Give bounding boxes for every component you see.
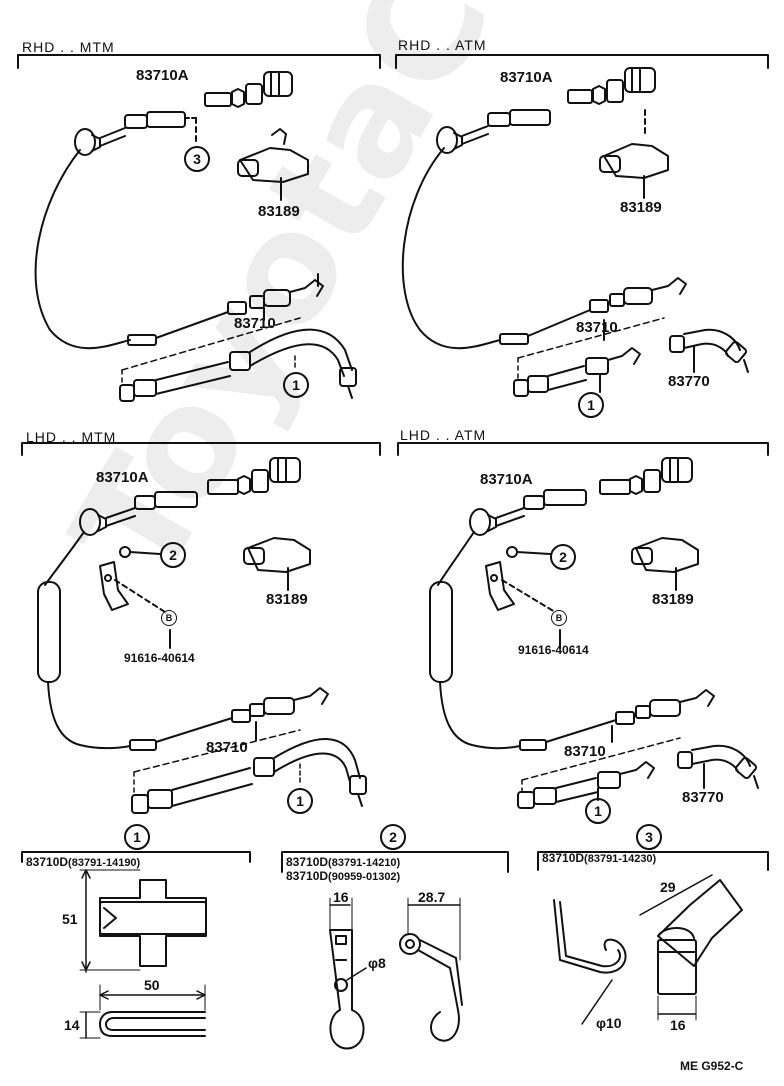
detail-2-dim-span: 28.7 <box>418 889 446 905</box>
rhd-mtm-header: RHD . . MTM <box>22 39 115 55</box>
rhd-atm-header: RHD . . ATM <box>398 37 487 53</box>
detail-1-dim-depth: 14 <box>64 1017 80 1033</box>
detail-1-part: 83710D(83791-14190) <box>26 856 140 869</box>
lhd-mtm-label-83189: 83189 <box>266 591 308 608</box>
detail-2-part-a-number: (83791-14210) <box>328 857 401 869</box>
rhd-mtm-assembly <box>34 71 357 402</box>
section-brackets <box>17 54 769 873</box>
detail-3-dim-bottom: 16 <box>670 1017 686 1033</box>
lhd-mtm-label-bolt: 91616-40614 <box>124 651 195 665</box>
lhd-mtm-callout-b: B <box>161 610 177 626</box>
footer-code: ME G952-C <box>680 1059 744 1073</box>
detail-3-drawing <box>553 874 743 1025</box>
lhd-atm-callout-2: 2 <box>550 544 576 570</box>
detail-2-part-b-code: 83710D <box>286 869 329 883</box>
lhd-atm-label-83770: 83770 <box>682 789 724 806</box>
detail-2-callout: 2 <box>380 824 406 850</box>
lhd-atm-label-83189: 83189 <box>652 591 694 608</box>
lhd-mtm-callout-1: 1 <box>287 788 313 814</box>
detail-3-callout: 3 <box>636 824 662 850</box>
rhd-mtm-label-83189: 83189 <box>258 203 300 220</box>
lhd-mtm-label-83710a: 83710A <box>96 469 149 486</box>
detail-3-part-number: (83791-14230) <box>584 853 657 865</box>
rhd-atm-label-83710: 83710 <box>576 319 618 336</box>
detail-2-drawing <box>329 897 463 1050</box>
rhd-atm-assembly <box>401 67 749 397</box>
lhd-mtm-assembly <box>37 457 367 814</box>
detail-2-dim-width: 16 <box>333 889 349 905</box>
rhd-mtm-label-83710: 83710 <box>234 315 276 332</box>
lhd-atm-assembly <box>429 457 759 809</box>
detail-2-dim-hole: φ8 <box>368 955 386 971</box>
rhd-mtm-label-83710a: 83710A <box>136 67 189 84</box>
lhd-mtm-label-83710: 83710 <box>206 739 248 756</box>
detail-3-part-code: 83710D <box>542 851 585 865</box>
rhd-atm-label-83189: 83189 <box>620 199 662 216</box>
lhd-atm-label-bolt: 91616-40614 <box>518 643 589 657</box>
lhd-atm-label-83710a: 83710A <box>480 471 533 488</box>
detail-1-part-number: (83791-14190) <box>68 857 141 869</box>
detail-1-dim-height: 51 <box>62 911 78 927</box>
lhd-atm-callout-1: 1 <box>585 798 611 824</box>
lhd-mtm-header: LHD . . MTM <box>26 429 117 445</box>
detail-1-drawing <box>79 869 207 1039</box>
detail-3-part: 83710D(83791-14230) <box>542 852 656 865</box>
detail-1-callout: 1 <box>124 824 150 850</box>
rhd-atm-label-83770: 83770 <box>668 373 710 390</box>
rhd-mtm-callout-1: 1 <box>283 372 309 398</box>
rhd-atm-callout-1: 1 <box>578 392 604 418</box>
detail-1-dim-length: 50 <box>144 977 160 993</box>
lhd-atm-callout-b: B <box>551 610 567 626</box>
rhd-mtm-callout-3: 3 <box>184 146 210 172</box>
detail-3-dim-wire: φ10 <box>596 1015 622 1031</box>
lhd-atm-header: LHD . . ATM <box>400 427 487 443</box>
lhd-atm-label-83710: 83710 <box>564 743 606 760</box>
detail-2-part-b-number: (90959-01302) <box>328 871 401 883</box>
rhd-atm-label-83710a: 83710A <box>500 69 553 86</box>
detail-2-part-a-code: 83710D <box>286 855 329 869</box>
lhd-mtm-callout-2: 2 <box>160 542 186 568</box>
detail-1-part-code: 83710D <box>26 855 69 869</box>
detail-2-part-b: 83710D(90959-01302) <box>286 870 400 883</box>
detail-3-dim-top: 29 <box>660 879 676 895</box>
detail-2-part-a: 83710D(83791-14210) <box>286 856 400 869</box>
